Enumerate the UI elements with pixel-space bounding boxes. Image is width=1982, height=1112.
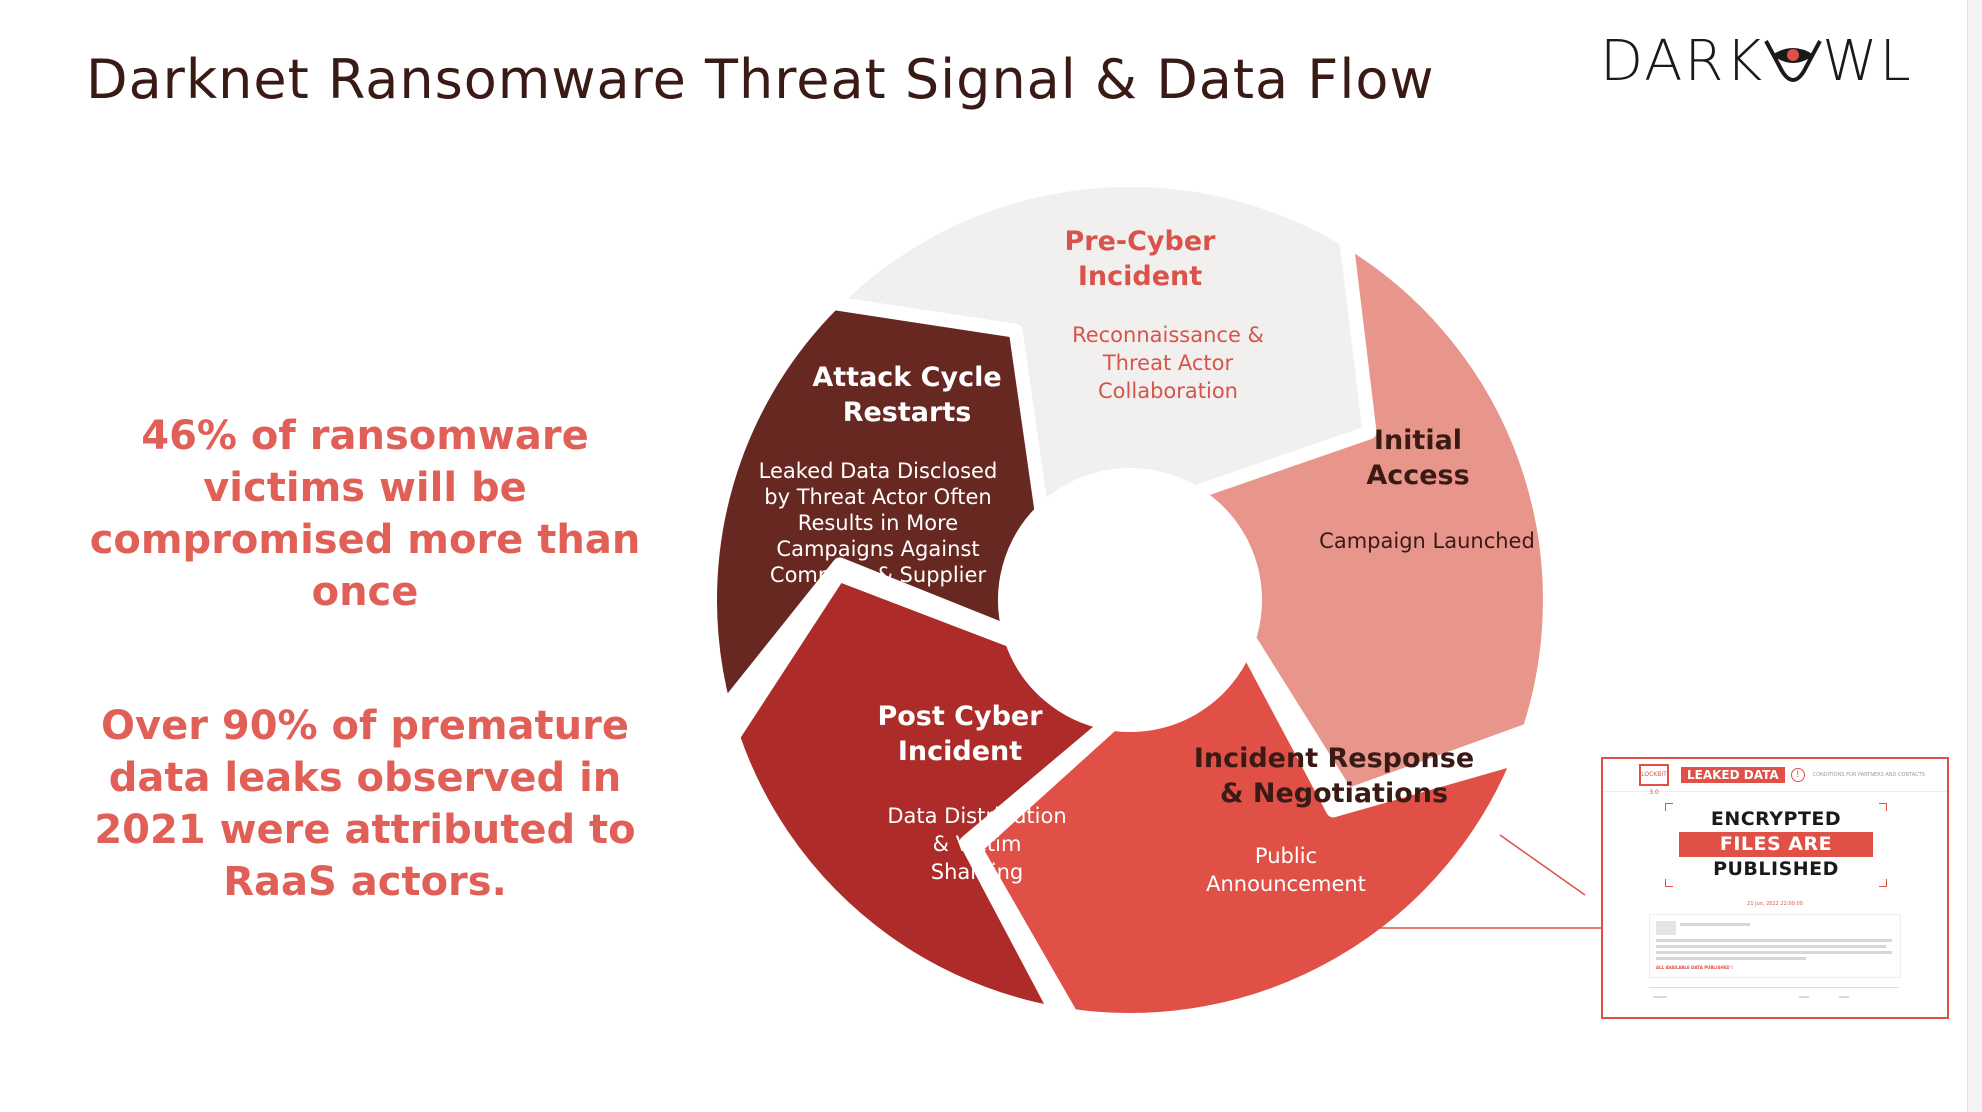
darkowl-logo: DARK WL: [1600, 26, 1930, 96]
leak-date: 21 Jun, 2022 22:00:00: [1747, 901, 1803, 907]
segment-desc-initial: Campaign Launched: [1319, 529, 1535, 553]
cycle-center: [1005, 475, 1255, 725]
alert-icon: !: [1790, 768, 1805, 782]
banner-line-3: PUBLISHED: [1713, 858, 1839, 880]
banner-line-1: ENCRYPTED: [1710, 808, 1842, 830]
segment-title-response: Incident Response& Negotiations: [1194, 743, 1474, 809]
logo-text-wl: WL: [1822, 28, 1913, 94]
stat-repeat-victims: 46% of ransomware victims will be compro…: [89, 413, 641, 615]
slide-title: Darknet Ransomware Threat Signal & Data …: [86, 48, 1435, 111]
callout-line: [1499, 834, 1586, 896]
leak-description-card: ALL AVAILABLE DATA PUBLISHED !: [1649, 914, 1901, 978]
leak-site-nav: CONDITIONS FOR PARTNERS AND CONTACTS: [1812, 772, 1925, 778]
lockbit-brand: LOCKBIT 3.0: [1639, 764, 1669, 796]
leak-file-table: [1649, 987, 1899, 1012]
published-notice: ALL AVAILABLE DATA PUBLISHED !: [1656, 965, 1733, 970]
stat-raas-leaks: Over 90% of premature data leaks observe…: [94, 703, 636, 905]
leak-site-header: LOCKBIT 3.0 LEAKED DATA ! CONDITIONS FOR…: [1603, 759, 1947, 796]
banner-line-2: FILES ARE: [1679, 832, 1873, 857]
lockbit-leak-screenshot: LOCKBIT 3.0 LEAKED DATA ! CONDITIONS FOR…: [1601, 757, 1949, 1019]
scrollbar[interactable]: [1967, 0, 1982, 1112]
logo-text-dark: DARK: [1600, 28, 1765, 94]
leaked-data-tag: LEAKED DATA: [1681, 767, 1785, 783]
encrypted-banner: ENCRYPTED FILES ARE PUBLISHED: [1665, 803, 1887, 887]
owl-eye-icon: [1764, 40, 1822, 82]
